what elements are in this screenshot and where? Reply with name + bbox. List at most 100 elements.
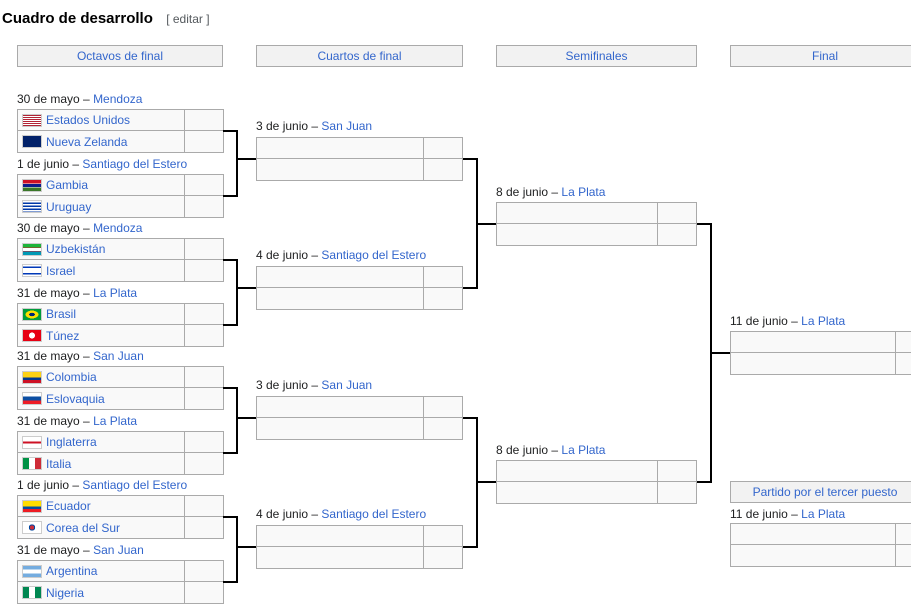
venue-link[interactable]: La Plata xyxy=(801,314,846,328)
team-link[interactable]: Israel xyxy=(46,263,76,278)
team-link[interactable]: Argentina xyxy=(46,564,98,578)
team-row xyxy=(256,547,463,569)
team-row: Eslovaquia xyxy=(17,388,224,410)
nz-flag-icon xyxy=(22,135,42,148)
bracket-line xyxy=(463,158,477,160)
section-heading: Cuadro de desarrollo [ editar ] xyxy=(2,10,210,27)
venue-link[interactable]: La Plata xyxy=(801,507,846,521)
venue-link[interactable]: Santiago del Estero xyxy=(321,248,427,262)
match-date-line: 1 de junio – Santiago del Estero xyxy=(17,476,187,494)
team-link[interactable]: Inglaterra xyxy=(46,435,97,449)
venue-link[interactable]: Santiago del Estero xyxy=(82,478,188,492)
bracket-line xyxy=(236,516,238,583)
round-header: Semifinales xyxy=(496,45,697,67)
score-cell xyxy=(185,366,224,388)
match-date: 31 de mayo – xyxy=(17,543,94,557)
edit-link[interactable]: [ editar ] xyxy=(166,12,210,26)
tunisia-flag-icon xyxy=(22,329,42,342)
venue-link[interactable]: La Plata xyxy=(561,185,606,199)
score-cell xyxy=(424,547,463,569)
team-name-cell: Brasil xyxy=(17,303,185,325)
team-link[interactable]: Uzbekistán xyxy=(46,242,106,256)
team-name-cell: Gambia xyxy=(17,174,185,196)
venue-link[interactable]: La Plata xyxy=(561,443,606,457)
venue-link[interactable]: San Juan xyxy=(93,543,144,557)
team-row xyxy=(256,137,463,159)
bracket-line xyxy=(697,223,711,225)
bracket-line xyxy=(476,223,496,225)
team-link[interactable]: Brasil xyxy=(46,307,77,321)
team-link[interactable]: Nueva Zelanda xyxy=(46,134,128,149)
team-row: Israel xyxy=(17,260,224,282)
england-flag-icon xyxy=(22,435,42,449)
round-header: Final xyxy=(730,45,911,67)
bracket-line xyxy=(236,546,256,548)
score-cell xyxy=(424,137,463,159)
team-link[interactable]: Estados Unidos xyxy=(46,113,131,127)
team-link[interactable]: Colombia xyxy=(46,370,97,384)
team-row: Inglaterra xyxy=(17,431,224,453)
bracket-line xyxy=(236,287,256,289)
round-header: Octavos de final xyxy=(17,45,223,67)
team-link[interactable]: Corea del Sur xyxy=(46,520,121,535)
venue-link[interactable]: La Plata xyxy=(93,286,138,300)
score-cell xyxy=(185,495,224,517)
team-row: Nigeria xyxy=(17,582,224,604)
round-header: Cuartos de final xyxy=(256,45,463,67)
bracket-line xyxy=(236,387,238,454)
team-name-cell xyxy=(256,159,424,181)
match-date: 11 de junio – xyxy=(730,314,802,328)
venue-link[interactable]: Santiago del Estero xyxy=(321,507,427,521)
team-row xyxy=(730,545,911,567)
venue-link[interactable]: La Plata xyxy=(93,414,138,428)
italy-flag-icon xyxy=(22,457,42,470)
match-date: 31 de mayo – xyxy=(17,286,94,300)
bracket-line xyxy=(223,516,237,518)
score-cell xyxy=(896,331,911,353)
team-link[interactable]: Eslovaquia xyxy=(46,391,105,406)
team-name-cell: Estados Unidos xyxy=(17,109,185,131)
bracket-line xyxy=(697,481,711,483)
match-date-line: 31 de mayo – San Juan xyxy=(17,347,144,365)
score-cell xyxy=(185,196,224,218)
match-date: 31 de mayo – xyxy=(17,349,94,363)
venue-link[interactable]: Mendoza xyxy=(93,221,143,235)
argentina-flag-icon xyxy=(22,564,42,578)
venue-link[interactable]: San Juan xyxy=(93,349,144,363)
team-link[interactable]: Túnez xyxy=(46,328,80,343)
score-cell xyxy=(185,174,224,196)
venue-link[interactable]: San Juan xyxy=(321,119,373,133)
team-link[interactable]: Nigeria xyxy=(46,585,85,600)
venue-link[interactable]: San Juan xyxy=(321,378,373,392)
team-row xyxy=(256,525,463,547)
team-name-cell xyxy=(730,545,896,567)
score-cell xyxy=(658,482,697,504)
section-title: Cuadro de desarrollo xyxy=(2,10,153,27)
score-cell xyxy=(424,525,463,547)
team-name-cell xyxy=(256,266,424,288)
score-cell xyxy=(896,523,911,545)
brazil-flag-icon xyxy=(22,307,42,321)
team-link[interactable]: Uruguay xyxy=(46,199,92,214)
match-date: 3 de junio – xyxy=(256,119,322,133)
team-name-cell: Ecuador xyxy=(17,495,185,517)
venue-link[interactable]: Mendoza xyxy=(93,92,143,106)
team-link[interactable]: Gambia xyxy=(46,178,89,192)
venue-link[interactable]: Santiago del Estero xyxy=(82,157,188,171)
bracket-line xyxy=(223,195,237,197)
team-link[interactable]: Italia xyxy=(46,456,72,471)
team-name-cell xyxy=(256,396,424,418)
bracket-line xyxy=(223,259,237,261)
bracket-line xyxy=(236,417,256,419)
match-date-line: 11 de junio – La Plata xyxy=(730,505,845,523)
bracket-line xyxy=(223,452,237,454)
match-date: 1 de junio – xyxy=(17,478,83,492)
korea-flag-icon xyxy=(22,521,42,534)
match-date-line: 30 de mayo – Mendoza xyxy=(17,219,142,237)
match-date-line: 4 de junio – Santiago del Estero xyxy=(256,505,426,523)
team-name-cell: Italia xyxy=(17,453,185,475)
gambia-flag-icon xyxy=(22,178,42,192)
bracket-line xyxy=(236,158,256,160)
team-row: Argentina xyxy=(17,560,224,582)
team-link[interactable]: Ecuador xyxy=(46,499,91,513)
